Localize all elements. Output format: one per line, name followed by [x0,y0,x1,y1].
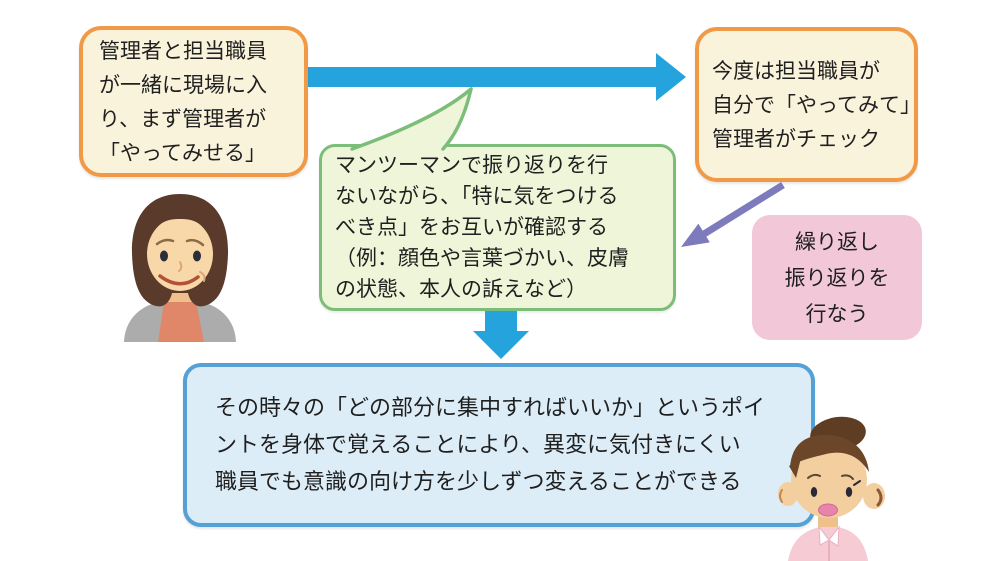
manager-smile [158,274,200,286]
blue-down-arrow-icon [473,311,529,359]
bubble-tail-fill [352,89,471,150]
manager-shirt [158,302,204,342]
bubble-tail-left-edge [350,87,473,151]
purple-arrow-head [681,223,710,247]
blue-right-arrow-shape [306,53,686,101]
staff-face [791,442,867,518]
step1-text: 管理者と担当職員 が一緒に現場に入 り、まず管理者が 「やってみせる」 [99,38,267,165]
repeat-line-1: 繰り返し [795,229,879,254]
manager-nose [178,261,183,272]
manager-woman-illustration [124,194,236,342]
staff-mouth [818,503,838,517]
manager-right-eye [193,250,201,262]
manager-right-eyebrow [185,238,205,247]
staff-right-eyebrow [841,474,854,480]
staff-woman-illustration [778,416,885,561]
staff-left-eyebrow [807,473,821,479]
manager-left-eye [160,250,168,262]
staff-sideburn [789,458,801,478]
repeat-line-2: 振り返りを [784,265,890,290]
manager-hair-fringe [147,203,213,242]
speech-bubble-tail [350,87,473,151]
repeat-box: 繰り返し 振り返りを 行なう [752,215,922,340]
result-box: その時々の「どの部分に集中すればいいか」というポイ ントを身体で覚えることにより… [183,363,815,527]
staff-collar-left [818,525,830,546]
feedback-text: マンツーマンで振り返りを行 ないながら、「特に気をつける べき点」をお互いが確認… [335,153,629,301]
purple-arrow-line [702,182,785,237]
manager-cheek-line [199,271,206,282]
manager-left-eyebrow [155,238,175,246]
step2-text: 今度は担当職員が 自分で「やってみて」 管理者がチェック [712,58,921,151]
bubble-tail-right-edge [441,87,473,151]
step2-box: 今度は担当職員が 自分で「やってみて」 管理者がチェック [695,27,921,182]
staff-right-ear-line [876,488,883,507]
blue-right-arrow-icon [306,53,686,101]
step1-box: 管理者と担当職員 が一緒に現場に入 り、まず管理者が 「やってみせる」 [79,26,308,177]
staff-collar-right [828,525,840,547]
repeat-line-3: 行なう [805,301,869,326]
staff-left-eye [810,487,818,497]
manager-face [147,217,213,291]
staff-right-eye [845,487,853,497]
feedback-bubble-box: マンツーマンで振り返りを行 ないながら、「特に気をつける べき点」をお互いが確認… [319,144,676,311]
result-text: その時々の「どの部分に集中すればいいか」というポイ ントを身体で覚えることにより… [215,395,766,495]
blue-down-arrow-shape [473,311,529,359]
staff-eyelash [853,480,861,486]
staff-left-ear-line [779,489,783,503]
purple-diagonal-arrow-icon [681,182,785,247]
staff-hair-top [790,434,869,472]
